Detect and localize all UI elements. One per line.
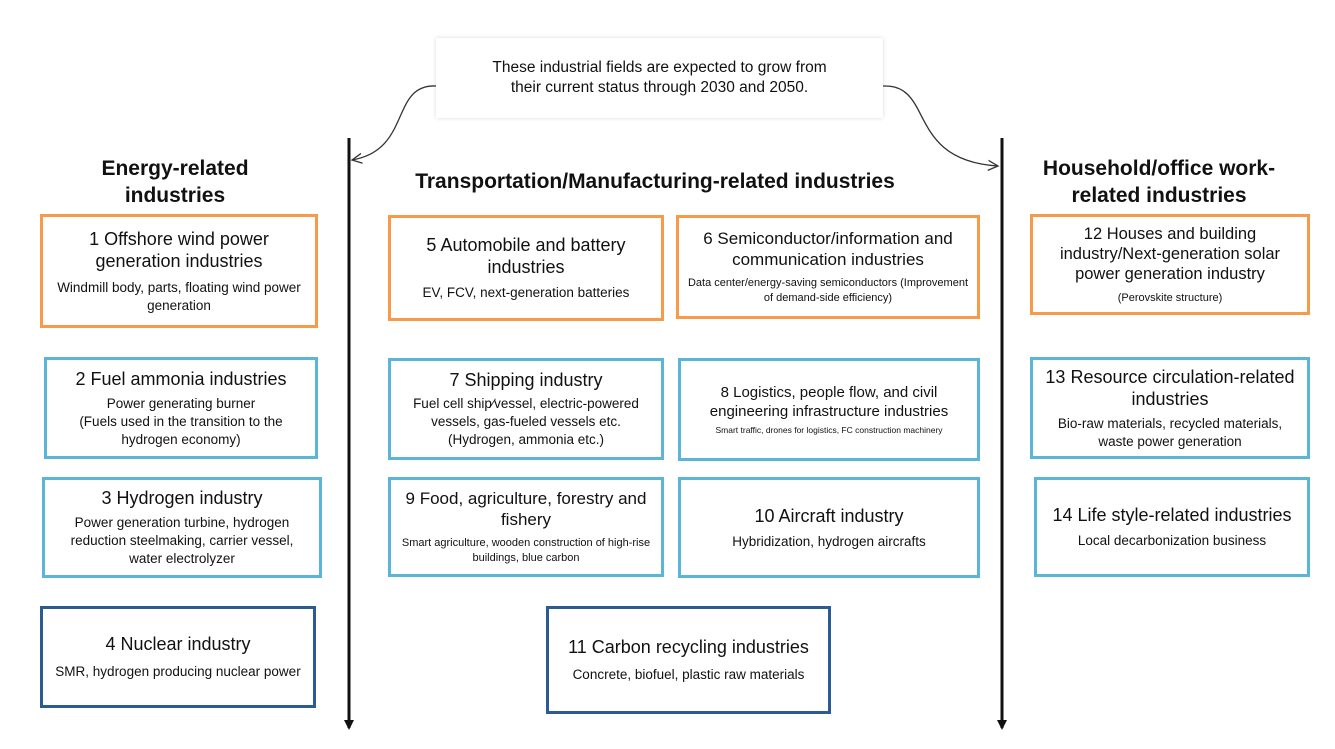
box-logistics: 8 Logistics, people flow, and civil engi… <box>678 358 980 461</box>
box-detail-secondary: (Fuels used in the transition to the hyd… <box>79 413 283 447</box>
box-title: 10 Aircraft industry <box>754 505 904 526</box>
box-detail: Smart traffic, drones for logistics, FC … <box>715 425 943 435</box>
heading-transport: Transportation/Manufacturing-related ind… <box>415 170 895 193</box>
right-curved-arrow <box>882 85 998 166</box>
box-title: 9 Food, agriculture, forestry and fisher… <box>405 489 647 529</box>
growth-callout: These industrial fields are expected to … <box>436 38 883 118</box>
box-hydrogen: 3 Hydrogen industry Power generation tur… <box>42 477 322 578</box>
box-resource-circulation: 13 Resource circulation-related industri… <box>1030 357 1310 459</box>
box-title: 4 Nuclear industry <box>105 634 251 654</box>
box-title: 5 Automobile and battery industries <box>426 235 626 277</box>
box-offshore-wind: 1 Offshore wind power generation industr… <box>40 214 318 328</box>
heading-household: Household/office work- related industrie… <box>1020 155 1298 209</box>
box-title: 7 Shipping industry <box>449 370 603 390</box>
box-houses-solar: 12 Houses and building industry/Next-gen… <box>1030 214 1310 315</box>
box-detail: Fuel cell ship∕vessel, electric-powered … <box>413 396 639 447</box>
box-title: 11 Carbon recycling industries <box>568 637 809 657</box>
box-aircraft: 10 Aircraft industry Hybridization, hydr… <box>678 477 980 578</box>
box-title: 13 Resource circulation-related industri… <box>1045 366 1295 409</box>
box-carbon-recycling: 11 Carbon recycling industries Concrete,… <box>546 606 831 714</box>
box-semiconductor: 6 Semiconductor/information and communic… <box>676 215 980 319</box>
box-detail: Windmill body, parts, floating wind powe… <box>57 279 301 313</box>
box-detail: Data center/energy-saving semiconductors… <box>687 277 968 304</box>
heading-energy: Energy-related industries <box>40 155 310 209</box>
box-detail: SMR, hydrogen producing nuclear power <box>55 664 301 679</box>
box-detail: Smart agriculture, wooden construction o… <box>401 537 651 564</box>
box-food-agriculture: 9 Food, agriculture, forestry and fisher… <box>388 477 664 577</box>
box-title: 2 Fuel ammonia industries <box>75 368 287 389</box>
box-detail: Local decarbonization business <box>1077 533 1267 548</box>
box-detail: EV, FCV, next-generation batteries <box>422 285 630 300</box>
box-detail: Bio-raw materials, recycled materials, w… <box>1057 415 1283 449</box>
box-detail: Power generation turbine, hydrogen reduc… <box>70 515 294 566</box>
box-detail: (Perovskite structure) <box>1117 291 1223 304</box>
box-nuclear: 4 Nuclear industry SMR, hydrogen produci… <box>40 606 316 708</box>
box-fuel-ammonia: 2 Fuel ammonia industries Power generati… <box>44 357 318 459</box>
box-title: 1 Offshore wind power generation industr… <box>89 228 269 271</box>
heading-household-line-1: Household/office work- <box>1042 157 1276 180</box>
box-title: 12 Houses and building industry/Next-gen… <box>1059 224 1281 283</box>
box-shipping: 7 Shipping industry Fuel cell ship∕vesse… <box>388 358 664 460</box>
box-automobile-battery: 5 Automobile and battery industries EV, … <box>388 215 664 321</box>
box-title: 8 Logistics, people flow, and civil engi… <box>709 384 949 420</box>
callout-line-1: These industrial fields are expected to … <box>492 59 827 76</box>
callout-line-2: their current status through 2030 and 20… <box>510 79 809 96</box>
box-detail: Hybridization, hydrogen aircrafts <box>732 533 926 549</box>
heading-household-line-2: related industries <box>1071 184 1247 207</box>
box-title: 14 Life style-related industries <box>1052 505 1292 525</box>
box-detail: Power generating burner <box>106 395 256 411</box>
left-curved-arrow <box>352 85 437 160</box>
box-life-style: 14 Life style-related industries Local d… <box>1034 477 1310 577</box>
box-detail: Concrete, biofuel, plastic raw materials <box>572 667 805 682</box>
box-title: 6 Semiconductor/information and communic… <box>703 229 953 269</box>
box-title: 3 Hydrogen industry <box>101 488 263 508</box>
heading-energy-line-2: industries <box>124 184 226 207</box>
heading-energy-line-1: Energy-related <box>101 157 249 180</box>
